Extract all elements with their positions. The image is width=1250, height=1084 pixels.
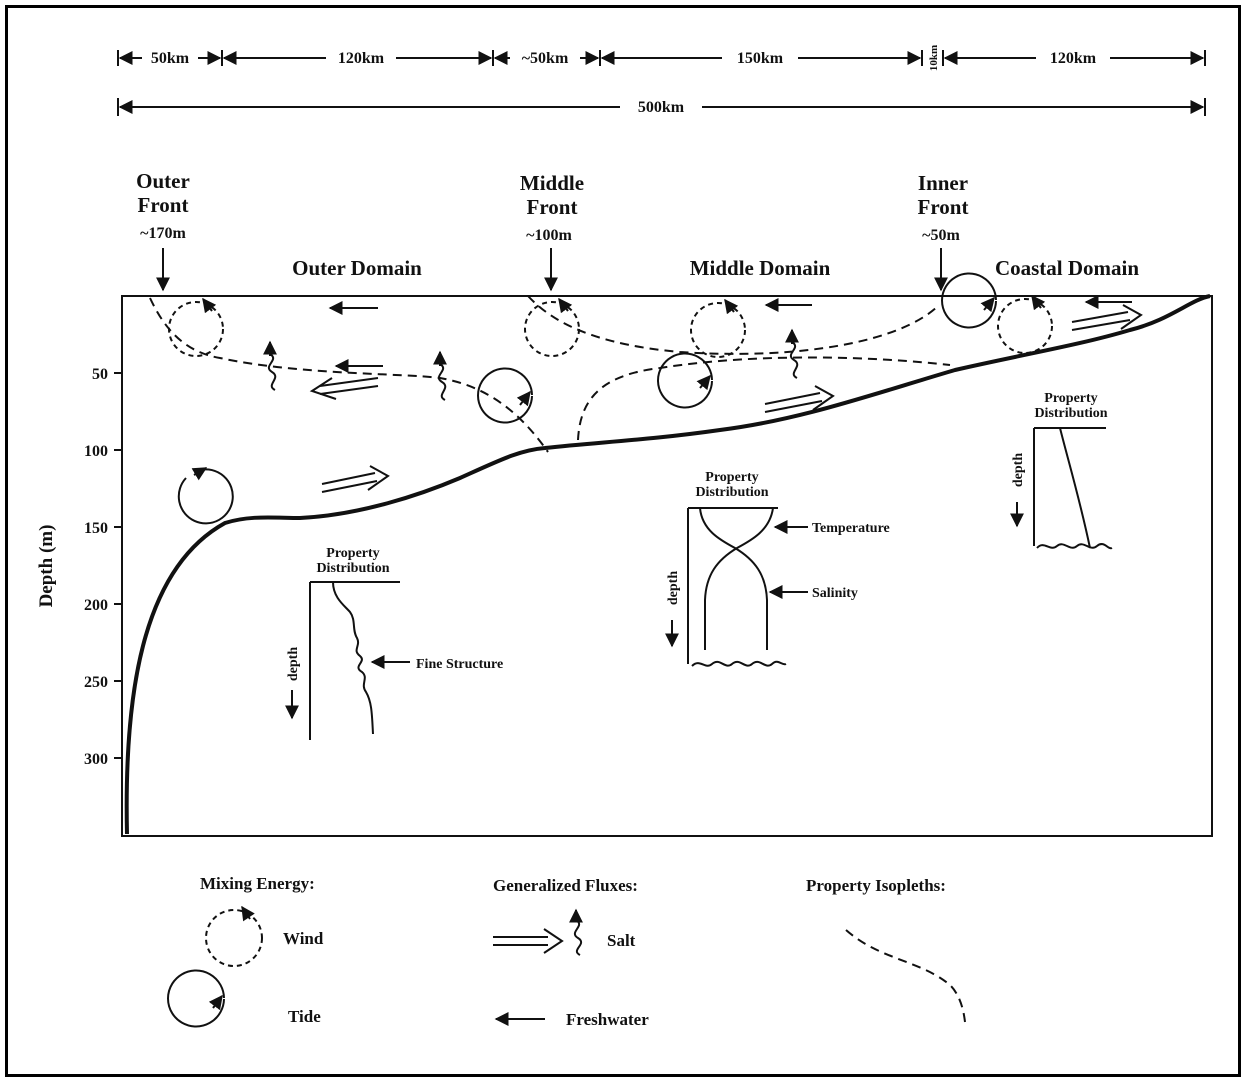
domain-label-coastal: Coastal Domain	[995, 256, 1139, 280]
profile-title: Property	[1044, 391, 1097, 406]
tide-icon	[942, 274, 996, 328]
fine-structure-label: Fine Structure	[416, 657, 503, 672]
depth-tick-label: 50	[92, 366, 108, 383]
wind-circles	[169, 296, 1052, 357]
legend-fluxes-title: Generalized Fluxes:	[493, 876, 638, 895]
salt-flux-arrow-right	[322, 466, 388, 492]
depth-tick-label: 300	[84, 751, 108, 768]
distance-scale-labels: 50km 120km ~50km 150km 10km 120km 500km	[151, 45, 1097, 116]
property-isopleths	[150, 296, 950, 452]
scale-segment-label: 150km	[737, 50, 784, 67]
salt-squiggle	[439, 352, 445, 400]
front-label-outer: Outer	[136, 169, 190, 193]
seafloor-profile	[127, 296, 1210, 834]
wind-icon	[998, 296, 1052, 353]
profile-title: Distribution	[316, 561, 389, 576]
front-label-outer: Front	[138, 193, 189, 217]
legend-wind-label: Wind	[283, 929, 324, 948]
salt-flux-arrow-left	[312, 378, 378, 399]
depth-tick-label: 150	[84, 520, 108, 537]
depth-tick-label: 200	[84, 597, 108, 614]
scale-segment-label: 50km	[151, 50, 190, 67]
front-depth-outer: ~170m	[140, 225, 186, 242]
legend: Mixing Energy: Generalized Fluxes: Prope…	[168, 874, 965, 1029]
salinity-label: Salinity	[812, 586, 858, 601]
scale-segment-label: 10km	[928, 45, 940, 71]
legend-wind-icon	[206, 907, 262, 966]
salt-flux-arrow-right	[1072, 305, 1141, 330]
property-profile-outer: Property Distribution Fine Structure dep…	[286, 546, 503, 740]
wind-icon	[691, 300, 745, 357]
domain-label-outer: Outer Domain	[292, 256, 422, 280]
legend-isopleths-title: Property Isopleths:	[806, 876, 946, 895]
scale-segment-label: ~50km	[522, 50, 569, 67]
legend-tide-icon	[168, 971, 224, 1027]
depth-axis-label: Depth (m)	[36, 525, 57, 608]
tide-icon	[658, 354, 712, 408]
depth-axis: Depth (m) 50 100 150 200 250 300	[36, 366, 122, 768]
cross-section-box	[122, 296, 1212, 836]
property-profile-middle: Property Distribution Temperature Salini…	[666, 470, 890, 666]
legend-mixing-title: Mixing Energy:	[200, 874, 315, 893]
tide-icon	[478, 369, 532, 423]
front-labels: Outer Front ~170m Middle Front ~100m Inn…	[136, 169, 968, 244]
legend-salt-arrow-icon	[493, 929, 562, 953]
profile-title: Property	[705, 470, 758, 485]
legend-freshwater-label: Freshwater	[566, 1010, 649, 1029]
profile-title: Distribution	[695, 485, 768, 500]
legend-salt-squiggle-icon	[575, 910, 581, 955]
wind-icon	[169, 299, 223, 356]
depth-tick-label: 250	[84, 674, 108, 691]
front-depth-inner: ~50m	[922, 227, 960, 244]
front-label-middle: Front	[527, 195, 578, 219]
profile-title: Property	[326, 546, 379, 561]
scale-segment-label: 120km	[1050, 50, 1097, 67]
profile-depth-label: depth	[286, 647, 301, 681]
legend-isopleth-line-icon	[846, 930, 965, 1022]
tide-icon	[179, 468, 233, 523]
front-label-middle: Middle	[520, 171, 584, 195]
profile-depth-label: depth	[1011, 453, 1026, 487]
domain-label-middle: Middle Domain	[690, 256, 831, 280]
profile-depth-label: depth	[666, 571, 681, 605]
front-label-inner: Inner	[918, 171, 968, 195]
front-label-inner: Front	[918, 195, 969, 219]
salt-squiggle	[791, 330, 797, 378]
depth-tick-label: 100	[84, 443, 108, 460]
profile-title: Distribution	[1034, 406, 1107, 421]
scale-total-label: 500km	[638, 99, 685, 116]
legend-salt-label: Salt	[607, 931, 636, 950]
front-depth-middle: ~100m	[526, 227, 572, 244]
temperature-curve	[700, 508, 767, 650]
temperature-label: Temperature	[812, 521, 890, 536]
legend-tide-label: Tide	[288, 1007, 321, 1026]
property-profile-coastal: Property Distribution depth	[1011, 391, 1112, 548]
scale-segment-label: 120km	[338, 50, 385, 67]
tide-circles	[179, 274, 996, 524]
